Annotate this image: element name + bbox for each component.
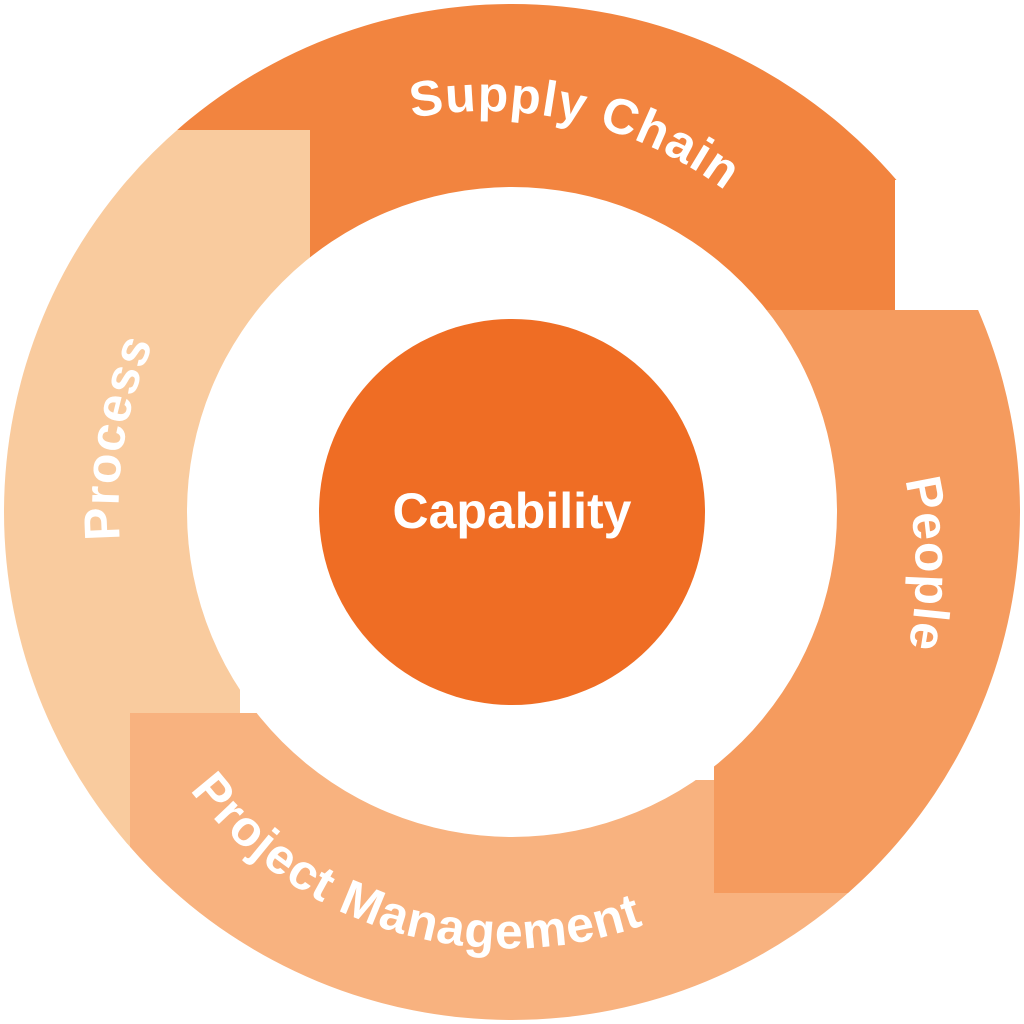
center-circle <box>319 319 705 705</box>
segment-people <box>714 310 1020 893</box>
center-label: Capability <box>393 483 632 539</box>
